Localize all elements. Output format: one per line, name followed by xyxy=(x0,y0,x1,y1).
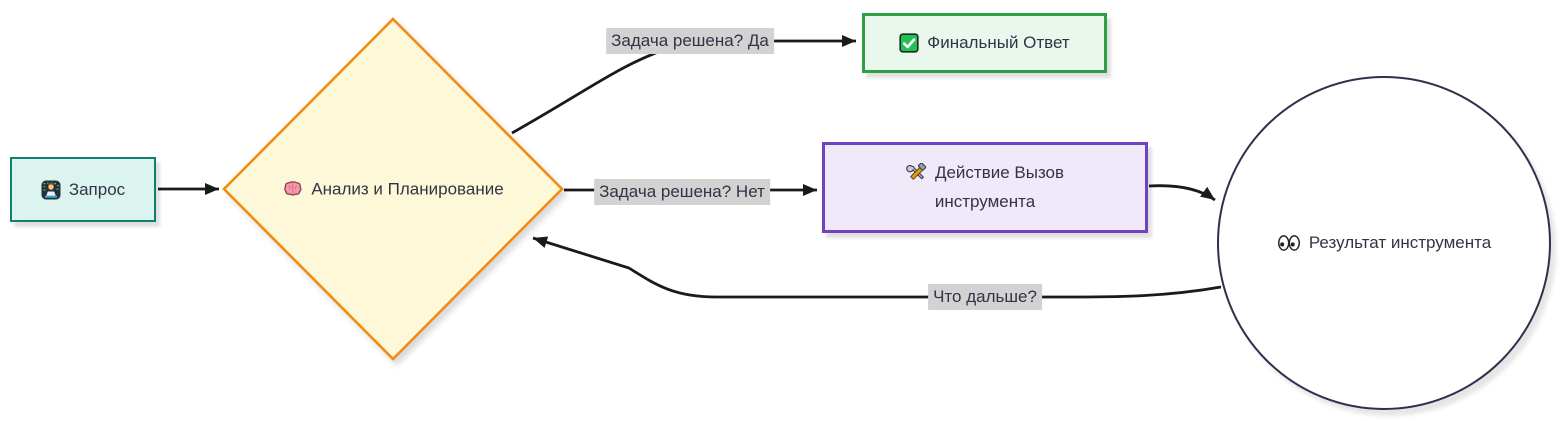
plan-node-label: Анализ и Планирование xyxy=(311,179,504,198)
hammer-wrench-icon xyxy=(906,162,927,184)
edge-label-what-next: Что дальше? xyxy=(928,284,1042,310)
action-node-line1: Действие Вызов xyxy=(906,160,1064,186)
tool-result-label: Результат инструмента xyxy=(1308,233,1492,252)
edge-label-task-solved-yes: Задача решена? Да xyxy=(606,28,774,54)
edge-plan-to-final xyxy=(511,35,856,135)
final-answer-label: Финальный Ответ xyxy=(927,33,1070,52)
action-node-line2: инструмента xyxy=(935,189,1035,215)
technologist-icon xyxy=(41,180,61,200)
edge-result-to-plan xyxy=(532,236,1222,299)
action-node-label-line1: Действие Вызов xyxy=(934,163,1065,183)
action-node-label-line2: инструмента xyxy=(934,191,1036,211)
final-answer-node: Финальный Ответ xyxy=(862,13,1107,73)
eyes-icon xyxy=(1277,234,1301,252)
action-node: Действие Вызов инструмента xyxy=(822,142,1148,233)
brain-icon xyxy=(282,179,303,200)
edge-action-to-result xyxy=(1148,184,1216,202)
query-node: Запрос xyxy=(10,157,156,222)
query-node-label: Запрос xyxy=(68,179,126,199)
tool-result-node: Результат инструмента xyxy=(1217,76,1551,410)
check-mark-icon xyxy=(899,33,919,53)
edge-label-task-solved-no: Задача решена? Нет xyxy=(594,179,770,205)
plan-diamond-node xyxy=(222,17,564,361)
plan-node-label-group: Анализ и Планирование xyxy=(282,179,504,200)
